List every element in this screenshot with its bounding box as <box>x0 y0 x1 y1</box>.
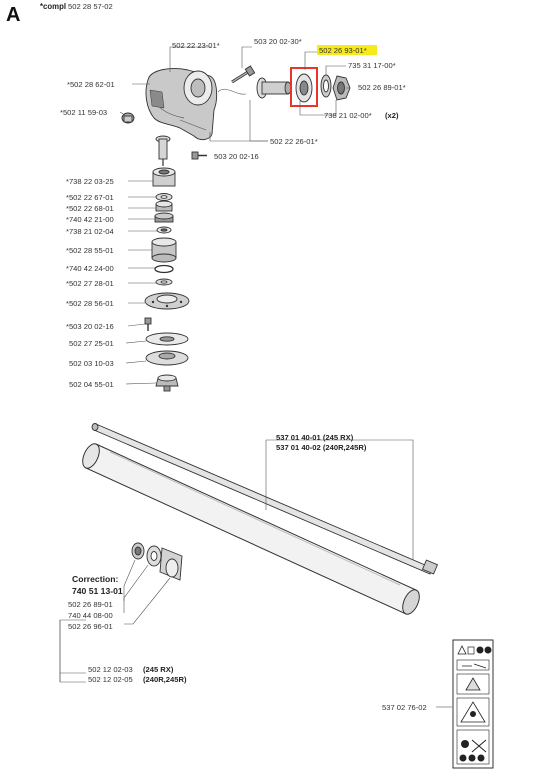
part-label[interactable]: 502 12 02-05 <box>88 675 133 684</box>
support-cup-part <box>145 350 189 366</box>
flange-housing-part <box>151 237 177 263</box>
part-label[interactable]: 503 20 02-16 <box>214 152 259 161</box>
part-label[interactable]: *738 21 02-04 <box>66 227 114 236</box>
bushing-part <box>131 542 183 581</box>
part-label[interactable]: *502 28 55-01 <box>66 246 114 255</box>
highlight-marker <box>317 45 377 55</box>
warning-decal-part[interactable] <box>452 639 494 769</box>
correction-number[interactable]: 740 51 13-01 <box>72 586 123 596</box>
bearing-stack-part <box>152 167 176 187</box>
compl-number: 502 28 57-02 <box>68 2 113 11</box>
gear-housing-part <box>145 68 218 141</box>
section-letter: A <box>6 4 20 26</box>
spindle-part <box>155 135 171 166</box>
part-label[interactable]: *502 27 28-01 <box>66 279 114 288</box>
blade-disc-part <box>145 332 189 346</box>
part-label[interactable]: *503 20 02-16 <box>66 322 114 331</box>
shaft-part <box>256 77 292 99</box>
part-label[interactable]: *738 22 03-25 <box>66 177 114 186</box>
screw-part-3 <box>144 317 152 331</box>
part-label[interactable]: *502 28 56-01 <box>66 299 114 308</box>
leader-lines-upper <box>119 46 350 385</box>
screw-part <box>231 65 256 84</box>
part-label[interactable]: *502 22 67-01 <box>66 193 114 202</box>
part-label[interactable]: 740 44 08-00 <box>68 611 113 620</box>
leader-lines-lower <box>59 439 452 708</box>
correction-title: Correction: <box>72 574 118 584</box>
part-label[interactable]: *740 42 21-00 <box>66 215 114 224</box>
washer-part <box>155 193 173 201</box>
bearing-part <box>295 73 313 103</box>
selected-part-box[interactable] <box>290 67 318 107</box>
nut-part <box>332 75 351 101</box>
part-model: (245 RX) <box>143 665 174 674</box>
part-label[interactable]: 502 04 55-01 <box>69 380 114 389</box>
part-label[interactable]: 738 21 02-00* <box>324 111 372 120</box>
support-flange-part <box>144 292 190 310</box>
part-label[interactable]: 502 22 23-01* <box>172 41 220 50</box>
part-label[interactable]: *502 22 68-01 <box>66 204 114 213</box>
highlighted-part-label[interactable]: 502 26 93-01* <box>319 46 367 55</box>
part-label[interactable]: 537 01 40-02 (240R,245R) <box>276 443 367 452</box>
part-label[interactable]: 502 12 02-03 <box>88 665 133 674</box>
part-model: (240R,245R) <box>143 675 187 684</box>
drive-shaft-part <box>91 423 439 575</box>
part-label[interactable]: 502 26 96-01 <box>68 622 113 631</box>
part-label[interactable]: 735 31 17-00* <box>348 61 396 70</box>
washer-part-2 <box>155 278 173 286</box>
part-label[interactable]: 502 26 89-01 <box>68 600 113 609</box>
part-label[interactable]: 502 22 26-01* <box>270 137 318 146</box>
compl-prefix: *compl <box>40 2 66 11</box>
seal-part <box>320 74 332 98</box>
nut-part-2 <box>156 226 172 234</box>
part-label[interactable]: *502 11 59-03 <box>60 108 107 117</box>
part-label[interactable]: 503 20 02-30* <box>254 37 302 46</box>
part-label[interactable]: *740 42 24-00 <box>66 264 114 273</box>
spacer-part <box>155 200 173 212</box>
nut-part-3 <box>155 374 179 392</box>
part-label[interactable]: 502 03 10-03 <box>69 359 114 368</box>
shaft-tube-part <box>82 443 420 615</box>
part-label[interactable]: 537 01 40-01 (245 RX) <box>276 433 354 442</box>
part-quantity: (x2) <box>385 111 399 120</box>
part-label[interactable]: *502 28 62-01 <box>67 80 115 89</box>
bearing-part-2 <box>154 212 174 223</box>
oring-part <box>154 264 174 274</box>
screw-part-small <box>191 151 207 160</box>
part-label[interactable]: 537 02 76-02 <box>382 703 427 712</box>
part-label[interactable]: 502 26 89-01* <box>358 83 406 92</box>
part-label[interactable]: 502 27 25-01 <box>69 339 114 348</box>
